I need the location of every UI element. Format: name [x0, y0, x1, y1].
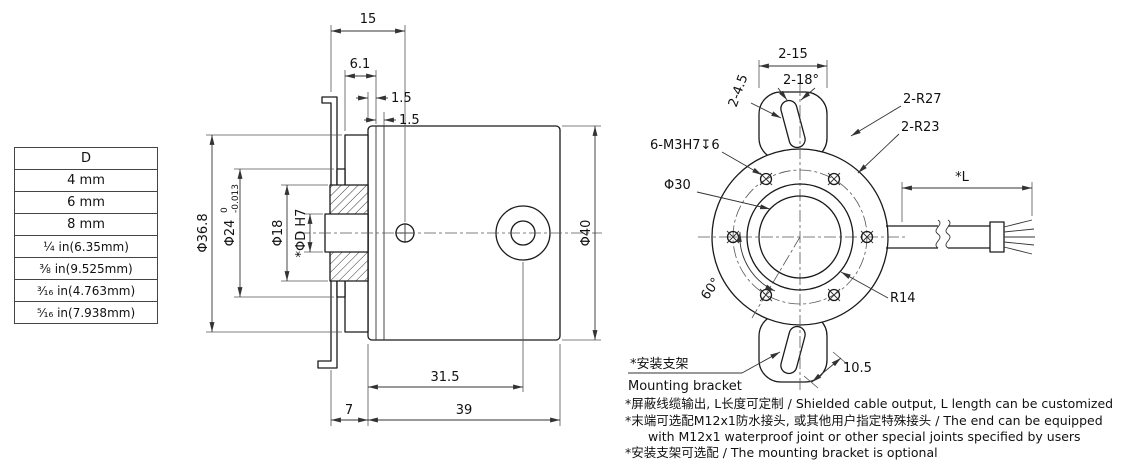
dia-30-label: Φ30: [664, 178, 691, 193]
output-cable: [886, 219, 1035, 255]
table-cell: ⁵⁄₁₆ in(7.938mm): [14, 301, 158, 324]
note-line-2: *末端可选配M12x1防水接头, 或其他用户指定特殊接头 / The end c…: [625, 413, 1103, 428]
bolt-hole: [827, 172, 841, 186]
dim-2-18-label: 2-18°: [783, 73, 819, 88]
dim-7-label: 7: [345, 403, 353, 418]
note-line-3: with M12x1 waterproof joint or other spe…: [648, 429, 1081, 444]
dim-2-15-label: 2-15: [778, 47, 808, 62]
cable-break-mark: [945, 219, 951, 249]
table-row: ¼ in(6.35mm): [14, 235, 158, 258]
cable-end-sleeve: [989, 221, 1005, 253]
dim-1-5b-label: 1.5: [399, 113, 420, 128]
dim-2-r27-label: 2-R27: [903, 92, 942, 107]
table-cell: 8 mm: [14, 213, 158, 236]
table-cell: ¼ in(6.35mm): [14, 235, 158, 258]
side-view: [298, 96, 602, 369]
dia-24-label: Φ24: [223, 220, 238, 247]
shaft-hatch-top: [329, 184, 369, 215]
table-row: ⅜ in(9.525mm): [14, 257, 158, 280]
dia-d-label: *ΦD H7: [294, 209, 309, 258]
dim-r14-label: R14: [890, 291, 916, 306]
dia-24-tol-lower: -0.013: [231, 184, 241, 213]
bracket-label-zh: *安装支架: [630, 357, 689, 372]
dia-36-8-label: Φ36.8: [196, 213, 211, 252]
table-cell: ³⁄₁₆ in(4.763mm): [14, 279, 158, 302]
table-cell: ⅜ in(9.525mm): [14, 257, 158, 280]
table-row: 6 mm: [14, 191, 158, 214]
bolt-radial-centerline: [751, 236, 801, 319]
dim-l-label: *L: [955, 170, 970, 185]
bolt-hole: [860, 230, 874, 244]
dim-60-label: 60°: [698, 275, 724, 302]
dia-24-label-group: Φ24 0 -0.013: [220, 184, 241, 246]
dia-40-label: Φ40: [579, 220, 594, 247]
dim-6-m3-label: 6-M3H7↧6: [650, 138, 720, 153]
bottom-ear-slot: [780, 325, 806, 375]
dim-39-label: 39: [456, 403, 473, 418]
shaft-hatch-bottom: [329, 251, 369, 282]
dim-2-r23-label: 2-R23: [901, 120, 940, 135]
dim-15-label: 15: [360, 12, 377, 27]
dim-10-5-label: 10.5: [843, 361, 872, 376]
table-row: ⁵⁄₁₆ in(7.938mm): [14, 301, 158, 324]
table-cell: 4 mm: [14, 169, 158, 192]
cable-break-mark: [935, 219, 941, 249]
bolt-hole: [827, 288, 841, 302]
shaft-diameter-table: D 4 mm 6 mm 8 mm ¼ in(6.35mm) ⅜ in(9.525…: [14, 147, 158, 324]
dia-18-label: Φ18: [271, 220, 286, 247]
top-ear-slot: [780, 99, 806, 149]
notes-block: *屏蔽线缆输出, L长度可定制 / Shielded cable output,…: [625, 396, 1113, 460]
dim-6-1-label: 6.1: [350, 57, 371, 72]
table-row: 8 mm: [14, 213, 158, 236]
front-view-dimensions: *L 2-15 2-18° 2-4.5 2-R27 2-R23 6-M3H7↧6…: [628, 47, 1033, 394]
table-row: 4 mm: [14, 169, 158, 192]
bracket-label-en: Mounting bracket: [628, 379, 742, 394]
dim-1-5a-label: 1.5: [391, 91, 412, 106]
table-header-row: D: [14, 147, 158, 170]
dim-2-4-5-label: 2-4.5: [726, 72, 752, 109]
table-row: ³⁄₁₆ in(4.763mm): [14, 279, 158, 302]
note-line-4: *安装支架可选配 / The mounting bracket is optio…: [625, 445, 938, 460]
table-cell: 6 mm: [14, 191, 158, 214]
front-view: [698, 84, 1035, 392]
note-line-1: *屏蔽线缆输出, L长度可定制 / Shielded cable output,…: [625, 396, 1113, 411]
dim-31-5-label: 31.5: [431, 370, 460, 385]
dia-24-tol-upper: 0: [220, 207, 230, 213]
table-header-d: D: [14, 147, 158, 170]
side-view-dimensions: 15 6.1 1.5 1.5 Φ36.8: [196, 12, 601, 426]
